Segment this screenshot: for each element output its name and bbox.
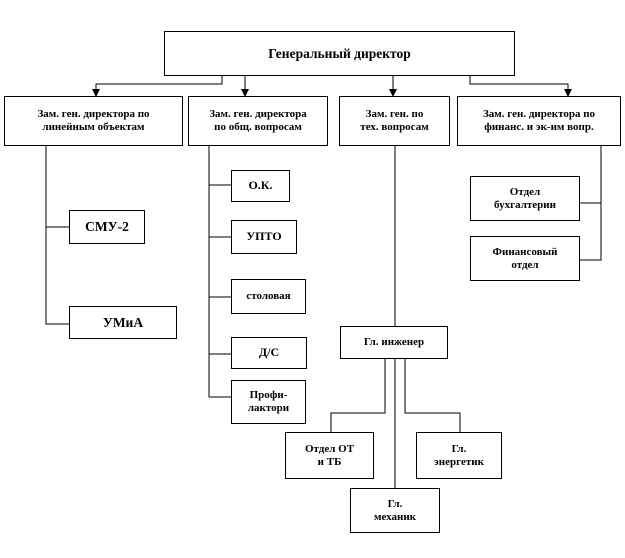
deputy-linear-line2: линейным объектам bbox=[42, 121, 145, 133]
prof-box: Профи- лактори bbox=[231, 380, 306, 424]
stolovaya-box: столовая bbox=[231, 279, 306, 314]
deputy-general-affairs-box: Зам. ген. директора по общ. вопросам bbox=[188, 96, 328, 146]
fin-line1: Финансовый bbox=[492, 245, 558, 258]
chief-engineer-box: Гл. инженер bbox=[340, 326, 448, 359]
ot-line1: Отдел ОТ bbox=[304, 442, 355, 455]
ok-box: О.К. bbox=[231, 170, 290, 202]
umia-label: УМиА bbox=[102, 314, 144, 330]
upto-label: УПТО bbox=[246, 229, 282, 244]
mech-line1: Гл. bbox=[387, 497, 403, 510]
ds-box: Д/С bbox=[231, 337, 307, 369]
arrow-director-to-dep1 bbox=[92, 75, 223, 97]
fin-line2: отдел bbox=[511, 258, 539, 271]
ok-label: О.К. bbox=[248, 178, 273, 193]
deputy-general-line2: по общ. вопросам bbox=[214, 121, 302, 133]
line-eng-energ bbox=[404, 359, 461, 432]
prof-line2: лактори bbox=[247, 402, 290, 414]
deputy-finance-line2: финанс. и эк-им вопр. bbox=[484, 121, 594, 133]
general-director-box: Генеральный директор bbox=[164, 31, 515, 76]
ot-line2: и ТБ bbox=[317, 455, 342, 468]
deputy-tech-affairs-box: Зам. ген. по тех. вопросам bbox=[339, 96, 450, 146]
deputy-tech-line2: тех. вопросам bbox=[360, 121, 429, 133]
energ-line1: Гл. bbox=[451, 442, 467, 455]
prof-line1: Профи- bbox=[249, 389, 288, 402]
chief-engineer-label: Гл. инженер bbox=[363, 336, 425, 349]
deputy-general-line1: Зам. ген. директора bbox=[209, 108, 307, 121]
smu-label: СМУ-2 bbox=[85, 219, 129, 235]
general-director-label: Генеральный директор bbox=[268, 45, 411, 61]
buh-line2: бухгалтерии bbox=[494, 198, 556, 211]
ot-tb-box: Отдел ОТ и ТБ bbox=[285, 432, 374, 479]
deputy-finance-line1: Зам. ген. директора по bbox=[482, 108, 596, 121]
deputy-tech-line1: Зам. ген. по bbox=[365, 108, 424, 121]
stolovaya-label: столовая bbox=[246, 290, 291, 303]
buh-box: Отдел бухгалтерии bbox=[470, 176, 580, 221]
deputy-finance-box: Зам. ген. директора по финанс. и эк-им в… bbox=[457, 96, 621, 146]
smu-box: СМУ-2 bbox=[69, 210, 145, 244]
energ-line2: энергетик bbox=[434, 455, 484, 468]
mech-line2: механик bbox=[373, 510, 417, 523]
line-dep4-branch bbox=[580, 145, 602, 261]
line-dep1-branch bbox=[45, 145, 70, 325]
deputy-linear-line1: Зам. ген. директора по bbox=[37, 108, 150, 121]
chief-energetic-box: Гл. энергетик bbox=[416, 432, 502, 479]
fin-box: Финансовый отдел bbox=[470, 236, 580, 281]
upto-box: УПТО bbox=[231, 220, 297, 254]
buh-line1: Отдел bbox=[509, 185, 541, 198]
line-eng-ot bbox=[330, 359, 386, 432]
chief-mechanic-box: Гл. механик bbox=[350, 488, 440, 533]
umia-box: УМиА bbox=[69, 306, 177, 339]
deputy-linear-objects-box: Зам. ген. директора по линейным объектам bbox=[4, 96, 183, 146]
ds-label: Д/С bbox=[258, 345, 280, 360]
arrow-director-to-dep4 bbox=[469, 75, 572, 97]
